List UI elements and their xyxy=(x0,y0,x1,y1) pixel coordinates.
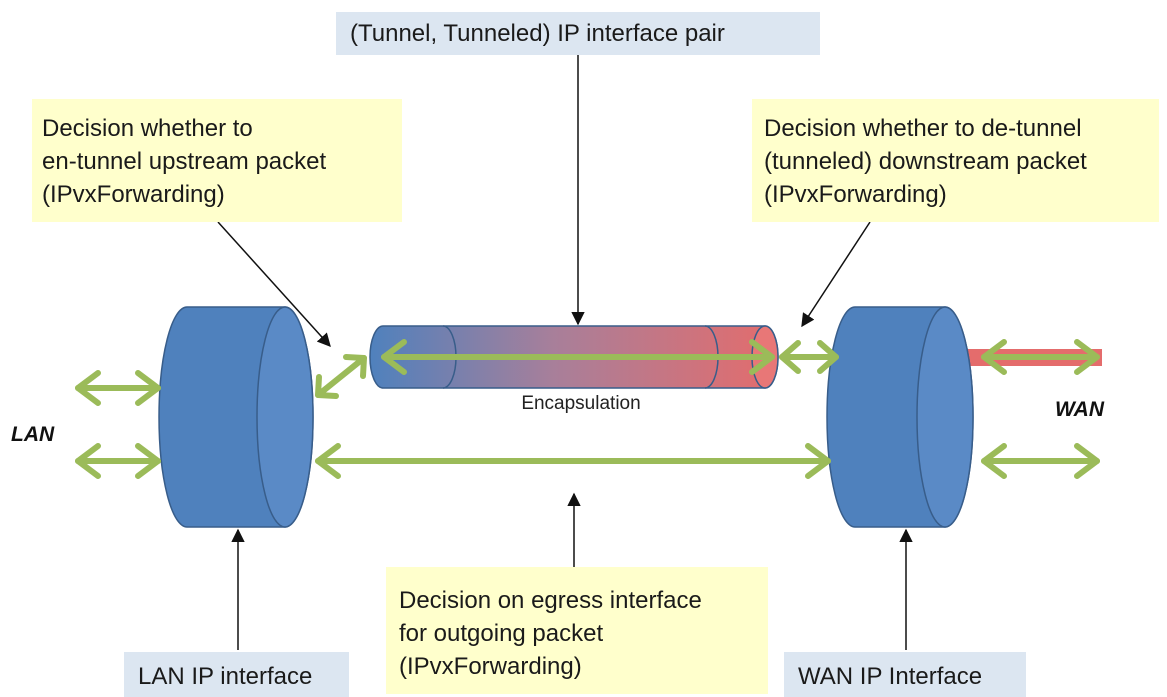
detunnel-decision-label: Decision whether to de-tunnel (tunneled)… xyxy=(752,99,1159,222)
egress-line-3: (IPvxForwarding) xyxy=(399,653,582,680)
lan-to-tunnel-arrow xyxy=(315,354,367,399)
wan-ip-interface-label: WAN IP Interface xyxy=(784,652,1026,697)
egress-line-2: for outgoing packet xyxy=(399,620,604,647)
egress-decision-label: Decision on egress interface for outgoin… xyxy=(386,567,768,694)
lan-upper-arrow xyxy=(75,370,161,406)
lan-lower-arrow xyxy=(75,443,161,479)
detunnel-line-1: Decision whether to de-tunnel xyxy=(764,115,1082,142)
pointer-arrows xyxy=(217,55,913,650)
tunnel-pair-label: (Tunnel, Tunneled) IP interface pair xyxy=(336,12,820,55)
lan-ip-interface-text: LAN IP interface xyxy=(138,663,313,690)
wan-lower-arrow xyxy=(981,443,1100,479)
wan-ip-interface-text: WAN IP Interface xyxy=(798,663,983,690)
wan-label: WAN xyxy=(1055,398,1105,421)
entunnel-decision-pointer xyxy=(217,221,331,348)
entunnel-line-3: (IPvxForwarding) xyxy=(42,181,225,208)
entunnel-line-1: Decision whether to xyxy=(42,115,253,142)
tunnel-inner-arrow xyxy=(381,339,775,375)
packet-flow-arrows xyxy=(75,339,1100,479)
encapsulation-label: Encapsulation xyxy=(521,393,640,414)
lan-label: LAN xyxy=(11,423,55,446)
lan-interface-cylinder xyxy=(158,306,314,528)
wan-upper-arrow xyxy=(981,339,1100,375)
wan-interface-cylinder xyxy=(826,306,974,528)
detunnel-line-3: (IPvxForwarding) xyxy=(764,181,947,208)
detunnel-decision-pointer xyxy=(801,221,871,328)
egress-line-1: Decision on egress interface xyxy=(399,587,702,614)
tunnel-pair-text: (Tunnel, Tunneled) IP interface pair xyxy=(350,20,725,47)
detunnel-line-2: (tunneled) downstream packet xyxy=(764,148,1087,175)
direct-lan-wan-arrow xyxy=(315,443,831,479)
entunnel-line-2: en-tunnel upstream packet xyxy=(42,148,327,175)
tunnel-to-wan-arrow xyxy=(779,340,839,374)
entunnel-decision-label: Decision whether to en-tunnel upstream p… xyxy=(32,99,402,222)
lan-ip-interface-label: LAN IP interface xyxy=(124,652,349,697)
